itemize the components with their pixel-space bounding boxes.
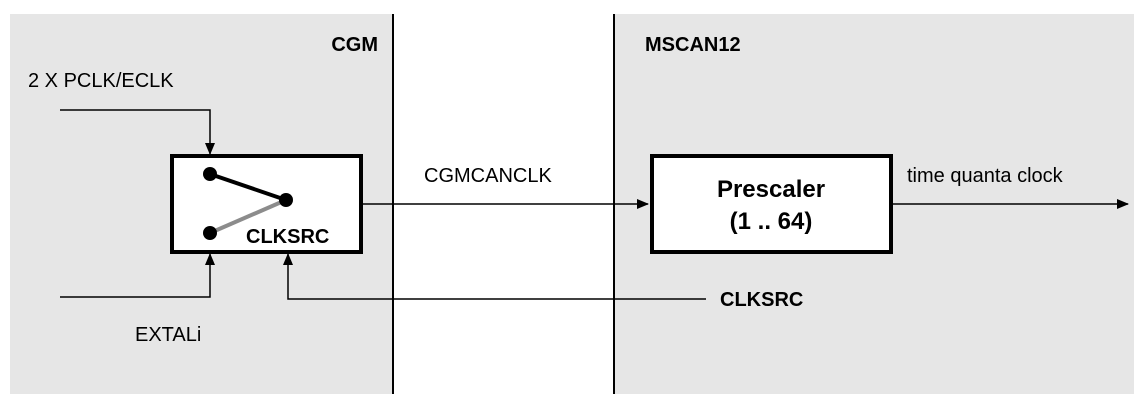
prescaler-label: Prescaler	[717, 176, 825, 203]
switch-upper-terminal	[203, 167, 217, 181]
mscan-label: MSCAN12	[645, 34, 741, 56]
switch-upper-line	[209, 172, 287, 202]
clksrc-control-label: CLKSRC	[720, 289, 803, 311]
cgmcanclk-label: CGMCANCLK	[424, 165, 552, 187]
extal-input-label: EXTALi	[135, 324, 201, 346]
switch-clksrc-label: CLKSRC	[246, 226, 329, 248]
switch-lower-line	[209, 198, 287, 235]
switch-lower-terminal	[203, 226, 217, 240]
switch-common-terminal	[279, 193, 293, 207]
cgm-label: CGM	[331, 34, 378, 56]
clksrc-control-line	[283, 253, 706, 300]
prescaler-range-label: (1 .. 64)	[730, 208, 813, 235]
pclk-input-line	[60, 109, 215, 155]
time-quanta-label: time quanta clock	[907, 165, 1064, 187]
extal-input-line	[60, 253, 215, 298]
prescaler-box	[650, 154, 893, 254]
pclk-input-label: 2 X PCLK/ECLK	[28, 70, 174, 92]
